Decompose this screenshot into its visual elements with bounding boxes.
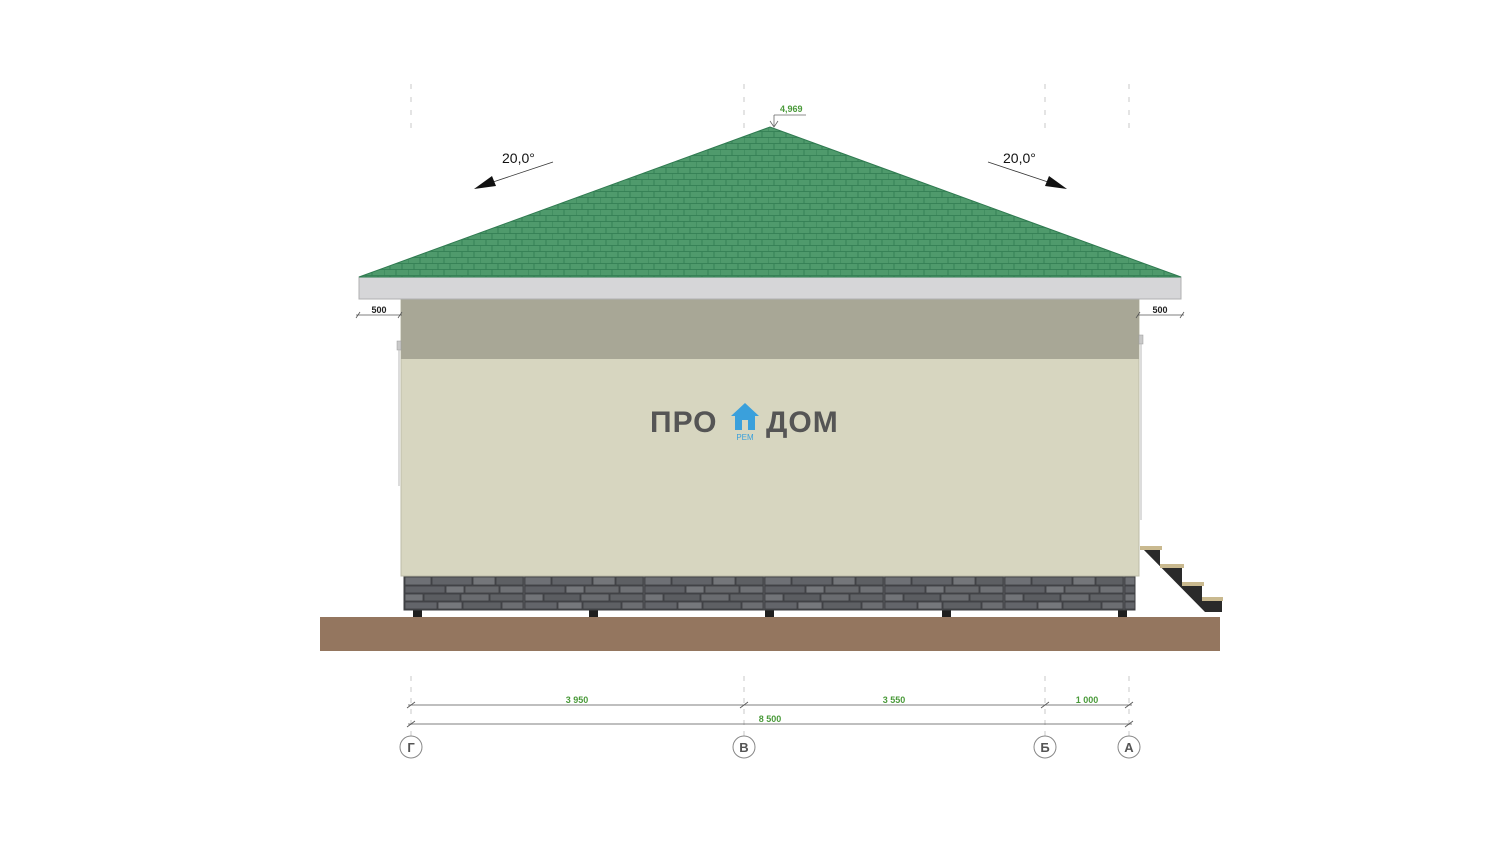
slope-left: 20,0° xyxy=(474,150,554,189)
bottom-axis-lines xyxy=(410,676,1130,736)
dim-segment-1: 3 950 xyxy=(566,695,589,705)
pile xyxy=(765,608,774,617)
axis-label: Г xyxy=(407,740,415,755)
fascia-board xyxy=(358,276,1182,300)
piles xyxy=(413,608,1127,617)
wall-edge-right xyxy=(1138,334,1144,345)
house-icon xyxy=(731,403,759,430)
overhang-left-label: 500 xyxy=(371,305,386,315)
ridge-elevation-label: 4,969 xyxy=(780,104,803,114)
logo-text-right: ДОМ xyxy=(766,406,839,439)
axis-label: Б xyxy=(1040,740,1049,755)
dim-segment-2: 3 550 xyxy=(883,695,906,705)
slope-right: 20,0° xyxy=(987,150,1067,189)
pile xyxy=(1118,608,1127,617)
stair-step xyxy=(1160,564,1184,568)
pile xyxy=(413,608,422,617)
logo-subtext: РЕМ xyxy=(736,433,754,442)
company-logo: ПРО РЕМ ДОМ xyxy=(650,403,839,442)
stair-stringer xyxy=(1140,546,1222,612)
wall-edge-left xyxy=(396,340,402,351)
ridge-elevation-mark: 4,969 xyxy=(769,104,806,128)
logo-text-left: ПРО xyxy=(650,406,718,439)
axis-marker-b: Б xyxy=(1033,735,1057,759)
arrow-left-icon xyxy=(474,176,496,189)
ground xyxy=(320,617,1220,651)
dim-segment-3: 1 000 xyxy=(1076,695,1099,705)
pile xyxy=(589,608,598,617)
hip-roof xyxy=(358,126,1182,278)
overhang-left-dim: 500 xyxy=(355,305,403,319)
dimension-chain: 3 950 3 550 1 000 8 500 xyxy=(406,695,1134,728)
stair-step xyxy=(1202,597,1223,601)
overhang-right-dim: 500 xyxy=(1135,305,1185,319)
entrance-stairs xyxy=(1140,546,1223,612)
stair-step xyxy=(1182,582,1204,586)
arrow-right-icon xyxy=(1045,176,1067,189)
axis-label: В xyxy=(739,740,748,755)
overhang-right-label: 500 xyxy=(1152,305,1167,315)
pile xyxy=(942,608,951,617)
frieze-band xyxy=(401,299,1139,359)
dim-total: 8 500 xyxy=(759,714,782,724)
stair-step xyxy=(1140,546,1162,550)
slope-right-label: 20,0° xyxy=(1003,150,1036,166)
axis-markers: Г В Б А xyxy=(399,735,1141,759)
axis-label: А xyxy=(1124,740,1134,755)
plinth-stone xyxy=(403,575,1136,611)
axis-marker-a: А xyxy=(1117,735,1141,759)
slope-left-label: 20,0° xyxy=(502,150,535,166)
axis-marker-v: В xyxy=(732,735,756,759)
axis-marker-g: Г xyxy=(399,735,423,759)
